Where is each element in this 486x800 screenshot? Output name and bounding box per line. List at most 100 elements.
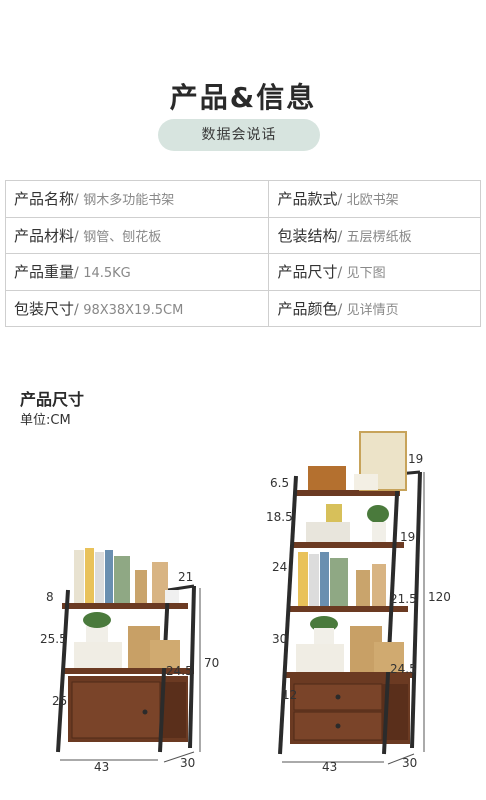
spec-value: 钢管、刨花板	[83, 229, 162, 245]
spec-value: 14.5KG	[83, 266, 131, 282]
jar	[372, 564, 386, 606]
spec-label: 产品颜色	[277, 299, 338, 318]
book	[298, 552, 308, 606]
dim-tall-gap3: 24	[272, 560, 288, 574]
plant	[367, 505, 389, 523]
book	[85, 548, 94, 603]
tall-frame-back-right	[410, 471, 422, 749]
spec-value: 98X38X19.5CM	[83, 302, 184, 318]
book	[105, 550, 113, 603]
box	[165, 590, 179, 603]
dim-small-gap2: 25.5	[40, 632, 67, 646]
spec-cell: 产品重量/ 14.5KG	[4, 253, 270, 291]
box-stack	[296, 644, 344, 672]
spec-value: 钢木多功能书架	[83, 193, 175, 209]
dim-tall-gap4: 30	[272, 632, 288, 646]
spec-cell: 产品名称/ 钢木多功能书架	[4, 180, 270, 218]
basket	[374, 642, 404, 672]
plant	[83, 612, 111, 628]
jar	[152, 562, 168, 603]
spec-value: 见详情页	[346, 302, 399, 318]
picture-frame	[359, 431, 407, 491]
spec-separator: /	[74, 192, 84, 209]
book	[326, 504, 342, 522]
spec-value: 见下图	[346, 266, 386, 282]
dim-tall-cabinet: 12	[282, 688, 298, 702]
book	[320, 552, 329, 606]
unit-label: 单位:CM	[20, 413, 71, 428]
spec-label: 产品重量	[14, 263, 75, 282]
book	[74, 550, 84, 603]
section-title: 产品&信息	[169, 81, 317, 114]
book	[309, 554, 319, 606]
dim-tall-depth3: 21.5	[390, 592, 417, 606]
spec-cell: 产品颜色/ 见详情页	[268, 289, 481, 327]
tall-frame-front-right	[382, 473, 400, 755]
drawer-knob	[335, 723, 341, 729]
plant-pot	[86, 626, 108, 642]
small-frame-top-bar	[167, 584, 195, 592]
spec-separator: /	[74, 301, 84, 318]
basket	[150, 640, 180, 668]
tall-shelf	[284, 672, 414, 678]
box-stack	[74, 642, 122, 668]
book-stack	[306, 522, 350, 542]
spec-separator: /	[337, 301, 347, 318]
jar	[356, 570, 370, 606]
dim-small-side-depth: 24.5	[166, 664, 193, 678]
small-cabinet-door	[71, 681, 161, 739]
tall-bookshelf-illustration	[278, 431, 422, 755]
table-row: 产品重量/ 14.5KG 产品尺寸/ 见下图	[4, 253, 481, 291]
book	[114, 556, 130, 603]
spec-label: 产品尺寸	[277, 263, 338, 282]
tall-frame-left	[278, 475, 298, 755]
dim-small-gap1: 8	[46, 590, 54, 604]
spec-label: 包装结构	[277, 226, 338, 245]
dim-small-width: 43	[94, 760, 110, 774]
dim-tall-top-depth: 19	[408, 452, 424, 466]
dim-tall-depth2: 19	[400, 530, 416, 544]
spec-separator: /	[337, 265, 347, 282]
small-door-knob	[142, 709, 148, 715]
dimension-lines	[60, 472, 425, 765]
small-frame-front-right	[158, 589, 170, 753]
drawer-knob	[335, 694, 341, 700]
small-frame-back-right	[188, 585, 196, 749]
small-bookshelf-illustration	[56, 548, 196, 753]
dim-tall-depth4: 24.5	[390, 662, 417, 676]
dim-small-top-depth: 21	[178, 570, 194, 584]
dim-tall-gap2: 18.5	[266, 510, 293, 524]
small-frame-left	[56, 589, 70, 753]
book	[330, 558, 348, 606]
jar	[135, 570, 147, 603]
spec-label: 产品款式	[277, 190, 338, 209]
spec-value: 五层楞纸板	[346, 229, 412, 245]
radio	[308, 466, 346, 490]
spec-separator: /	[74, 265, 84, 282]
spec-label: 包装尺寸	[14, 299, 75, 318]
tall-shelf	[292, 542, 404, 548]
tall-shelf	[296, 490, 400, 496]
spec-separator: /	[337, 192, 347, 209]
dim-small-height: 70	[204, 656, 220, 670]
small-shelf-middle	[62, 668, 194, 674]
subtitle-pill: 数据会说话	[158, 119, 320, 151]
plant-pot	[372, 522, 386, 542]
spec-cell: 包装尺寸/ 98X38X19.5CM	[4, 289, 270, 327]
size-section-title: 产品尺寸	[20, 390, 85, 409]
spec-table: 产品名称/ 钢木多功能书架 产品款式/ 北欧书架 产品材料/ 钢管、刨花板 包装…	[4, 180, 481, 327]
spec-separator: /	[74, 228, 84, 245]
spec-cell: 产品尺寸/ 见下图	[268, 253, 481, 291]
letter-blocks	[354, 474, 378, 490]
dim-tall-gap-top: 6.5	[270, 476, 290, 490]
dim-tall-height: 120	[428, 590, 451, 604]
spec-label: 产品名称	[14, 190, 75, 209]
small-shelf-top	[62, 603, 188, 609]
spec-label: 产品材料	[14, 226, 75, 245]
dim-tall-depth: 30	[402, 756, 418, 770]
plant-pot	[314, 628, 334, 644]
tall-shelf	[288, 606, 408, 612]
spec-separator: /	[337, 228, 347, 245]
book	[95, 552, 104, 603]
